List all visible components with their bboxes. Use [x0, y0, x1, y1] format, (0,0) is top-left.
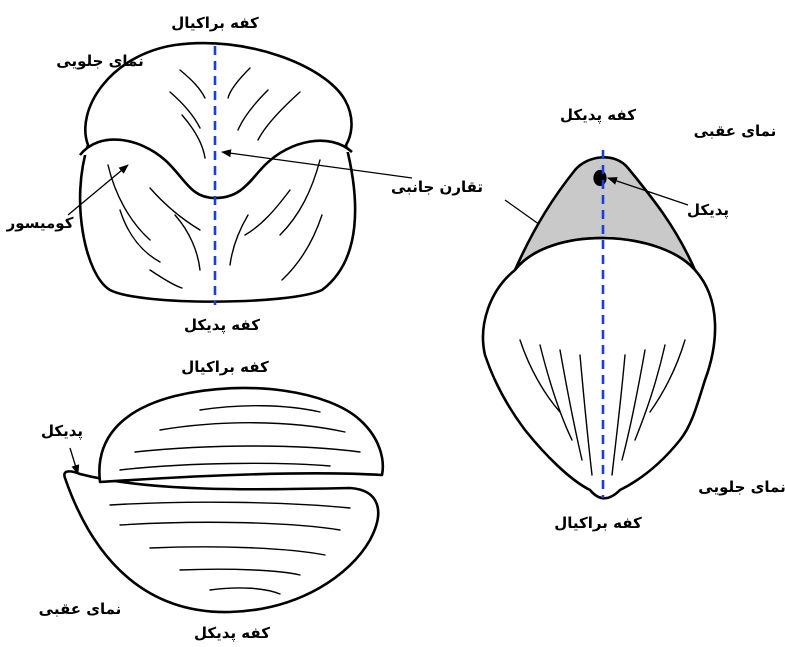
arrow-side-pedicle — [70, 448, 78, 474]
label-commissure: کومیسور — [6, 214, 74, 232]
label-side-brachial-valve: کفه براکیال — [181, 358, 269, 376]
front-view-shell — [80, 43, 355, 305]
rear-view-brachial-valve — [483, 238, 715, 498]
label-front-view-top: نمای جلویی — [56, 52, 143, 70]
label-right-pedicle-valve: کفه پدیکل — [560, 106, 636, 125]
label-right-brachial-valve: کفه براکیال — [554, 514, 642, 532]
label-side-pedicle-valve: کفه پدیکل — [194, 624, 270, 642]
side-view-pedicle-valve — [64, 471, 378, 612]
label-top-brachial-valve: کفه براکیال — [171, 14, 259, 32]
side-view-shell — [64, 388, 382, 612]
label-right-rear-view: نمای عقبی — [694, 122, 777, 140]
label-bilateral-symmetry: تقارن جانبی — [391, 178, 483, 196]
label-right-pedicle: پدیکل — [687, 201, 729, 220]
label-top-pedicle-valve: کفه پدیکل — [184, 316, 260, 335]
label-side-rear-view: نمای عقبی — [39, 600, 122, 618]
label-side-pedicle: پدیکل — [41, 422, 83, 441]
label-right-front-view: نمای جلویی — [698, 478, 785, 496]
